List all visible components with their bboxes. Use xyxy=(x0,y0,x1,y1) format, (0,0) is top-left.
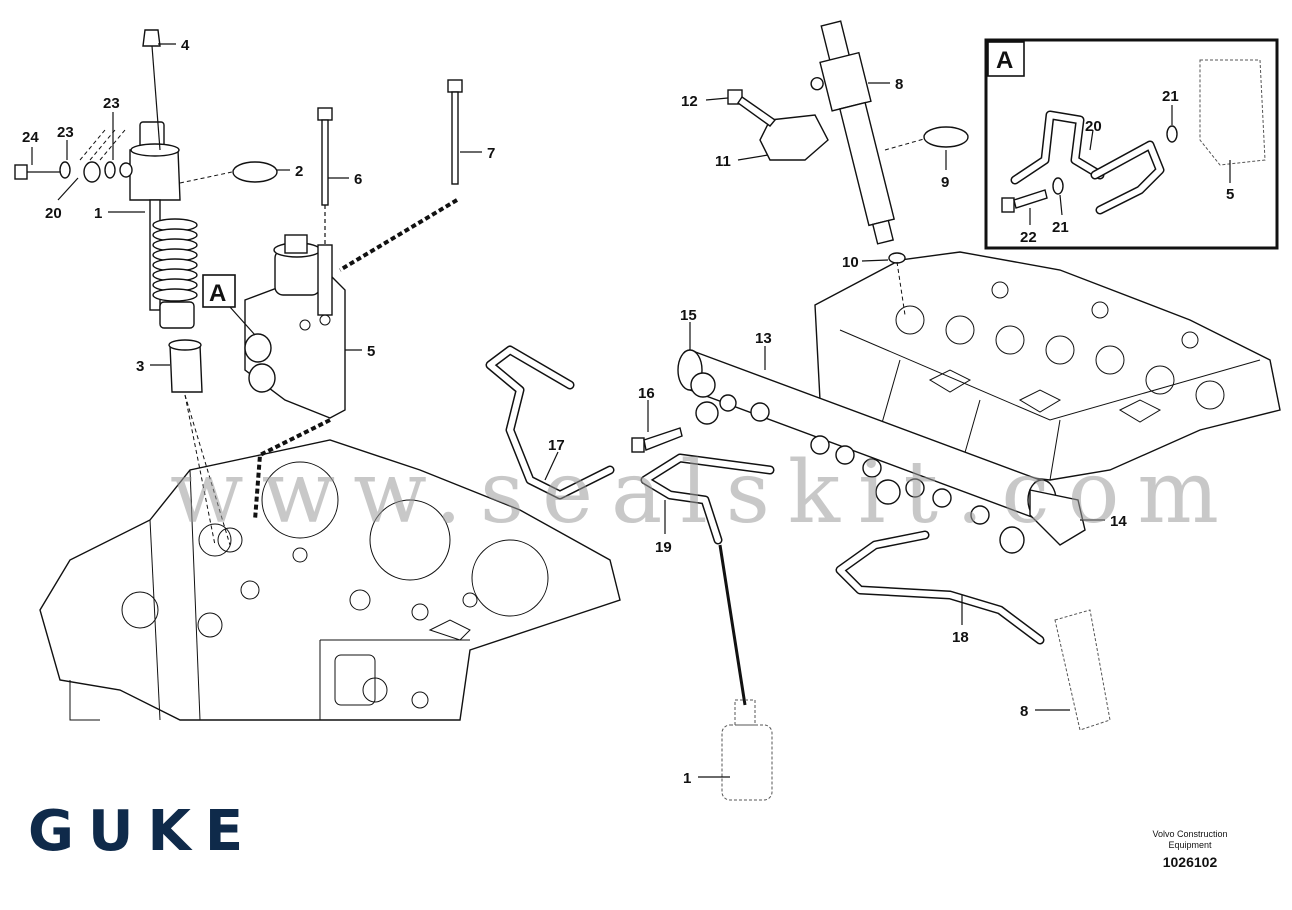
callout-23: 23 xyxy=(57,124,74,141)
callout-21: 21 xyxy=(1162,88,1179,105)
bolt-7 xyxy=(447,79,463,185)
callout-22: 22 xyxy=(1020,229,1037,246)
callout-18: 18 xyxy=(952,629,969,646)
callout-1: 1 xyxy=(683,770,691,787)
detail-box-label: A xyxy=(996,47,1013,74)
callout-19: 19 xyxy=(655,539,672,556)
callout-14: 14 xyxy=(1110,513,1127,530)
watermark: www.sealskit.com xyxy=(170,443,1237,543)
brand-logo: GUKE xyxy=(28,799,257,864)
callout-7: 7 xyxy=(487,145,495,162)
pump-body xyxy=(244,234,346,419)
callout-1: 1 xyxy=(94,205,102,222)
detail-a-box: A xyxy=(984,38,1279,250)
callout-6: 6 xyxy=(354,171,362,188)
callout-23: 23 xyxy=(103,95,120,112)
link-line-lower xyxy=(253,418,331,521)
unit-pump-assembly xyxy=(14,29,278,546)
detail-marker-a xyxy=(202,274,236,308)
callout-12: 12 xyxy=(681,93,698,110)
callout-20: 20 xyxy=(45,205,62,222)
callout-16: 16 xyxy=(638,385,655,402)
callout-10: 10 xyxy=(842,254,859,271)
callout-13: 13 xyxy=(755,330,772,347)
pipe-19 xyxy=(640,453,775,706)
injector-8 xyxy=(810,20,895,245)
callout-4: 4 xyxy=(181,37,190,54)
leader-lines xyxy=(31,43,1231,778)
detail-marker-a-text: A xyxy=(209,280,226,307)
link-line-upper xyxy=(338,198,459,272)
drawing-number: 1026102 xyxy=(1163,854,1218,870)
bolt-16 xyxy=(631,427,683,453)
callout-15: 15 xyxy=(680,307,697,324)
callout-11: 11 xyxy=(715,153,731,170)
callout-5: 5 xyxy=(367,343,375,360)
callout-21: 21 xyxy=(1052,219,1069,236)
injector-8-lower xyxy=(1054,609,1111,731)
pipe-18 xyxy=(835,530,1045,645)
washer-10 xyxy=(888,252,906,264)
fuel-rail xyxy=(677,348,1086,554)
callout-17: 17 xyxy=(548,437,565,454)
callout-9: 9 xyxy=(941,174,949,191)
engine-block xyxy=(39,439,621,721)
injector-lower xyxy=(721,699,773,801)
callout-24: 24 xyxy=(22,129,39,146)
callout-5: 5 xyxy=(1226,186,1234,203)
callout-labels: 4 23 24 23 2 20 1 6 7 5 3 12 8 11 9 10 1… xyxy=(22,37,1234,787)
bolt-6 xyxy=(317,107,333,270)
credit-line-2: Equipment xyxy=(1168,840,1212,850)
o-ring-9 xyxy=(923,126,969,148)
callout-20: 20 xyxy=(1085,118,1102,135)
callout-8: 8 xyxy=(1020,703,1028,720)
clamp-11 xyxy=(727,89,829,161)
callout-2: 2 xyxy=(295,163,303,180)
credit-line-1: Volvo Construction xyxy=(1152,829,1227,839)
callout-8: 8 xyxy=(895,76,903,93)
pipe-17 xyxy=(485,345,615,500)
callout-3: 3 xyxy=(136,358,144,375)
